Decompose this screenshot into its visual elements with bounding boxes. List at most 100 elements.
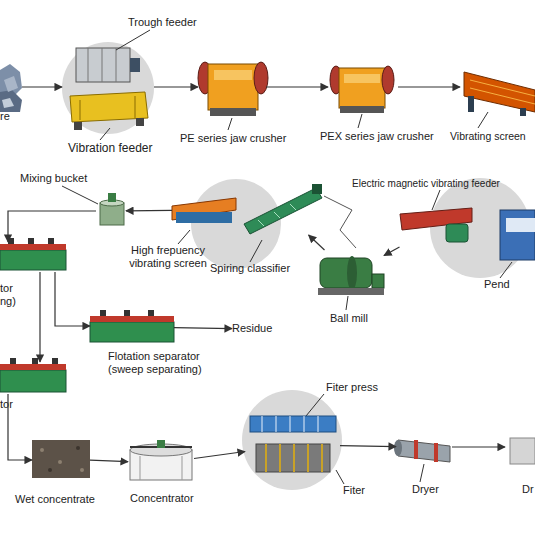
equipment-label: Mixing bucket — [20, 172, 87, 185]
trough-rib — [102, 48, 103, 82]
filter-disc — [265, 444, 267, 472]
cell-motor — [28, 238, 34, 244]
flow-arrow — [39, 272, 40, 362]
feeder-rib — [135, 96, 136, 118]
flow-arrow — [340, 445, 396, 447]
crusher-base — [340, 106, 384, 113]
ceramic-filter — [256, 444, 330, 472]
trough-rib — [116, 48, 117, 82]
ore-rock — [0, 90, 22, 112]
highlight-circle — [242, 390, 342, 490]
filter-press — [250, 416, 336, 432]
leader-line — [62, 186, 98, 204]
equipment-label: Pend — [484, 278, 510, 291]
ball-mill — [320, 258, 372, 288]
equipment-node: Electric magnetic vibrating feeder — [398, 205, 478, 247]
equipment-node: re — [0, 62, 22, 112]
flow-arrow — [174, 327, 232, 329]
equipment-node: Pend — [498, 200, 535, 265]
jaw-crusher-body — [339, 68, 385, 108]
leader-line — [250, 240, 262, 262]
equipment-label: PEX series jaw crusher — [320, 130, 434, 143]
leader-line — [116, 30, 150, 50]
tank-drive — [157, 440, 165, 448]
dryer-end — [394, 440, 402, 456]
crusher-base — [210, 108, 256, 116]
flotation-cell — [0, 250, 66, 270]
cell-motor — [8, 238, 14, 244]
leader-line — [306, 394, 324, 416]
filter-plate — [276, 416, 277, 432]
vibrating-screen — [464, 72, 535, 112]
equipment-node: Mixing bucket — [96, 195, 126, 227]
concentrate-speck — [48, 468, 52, 472]
cell-motor — [10, 358, 16, 364]
flow-arrow — [8, 394, 32, 460]
cell-motor — [100, 310, 106, 316]
leader-line — [336, 470, 344, 484]
equipment-label: re — [0, 110, 10, 123]
callout-label: Fiter press — [326, 381, 378, 394]
equipment-node: Dr — [505, 430, 535, 464]
crusher-plate — [214, 70, 252, 80]
cropped-machine — [510, 438, 535, 464]
equipment-label: Dr — [522, 483, 534, 496]
equipment-node: Residue — [232, 321, 288, 337]
ore-rock — [4, 76, 18, 92]
filter-disc — [307, 444, 309, 472]
equipment-label: Concentrator — [130, 492, 194, 505]
flotation-cell — [0, 370, 66, 392]
classifier-motor — [312, 184, 322, 194]
feeder-motor — [130, 58, 140, 72]
equipment-label: Vibration feeder — [68, 142, 153, 156]
leader-line — [178, 230, 190, 244]
jaw-crusher-body — [208, 64, 258, 110]
cell-rim — [0, 364, 66, 370]
flow-arrow — [154, 86, 198, 87]
equipment-label: Electric magnetic vibrating feeder — [352, 178, 500, 190]
dryer-ring — [434, 443, 438, 462]
spiral-line — [258, 220, 264, 226]
flow-arrow — [384, 247, 400, 256]
equipment-label: High frepuency vibrating screen — [110, 244, 226, 269]
equipment-node: PE series jaw crusher — [198, 57, 266, 117]
flow-arrow — [55, 272, 90, 326]
cell-motor — [32, 358, 38, 364]
equipment-node: PEX series jaw crusher — [328, 62, 398, 112]
leader-line — [100, 128, 110, 140]
screen-deck — [470, 80, 535, 96]
mill-base — [318, 288, 384, 295]
screen-deck — [470, 88, 535, 104]
return-line — [324, 196, 356, 248]
flotation-cell — [90, 322, 174, 342]
mill-motor — [372, 274, 384, 288]
mill-gear — [347, 256, 357, 290]
leader-line — [420, 464, 424, 482]
flow-arrow — [90, 460, 128, 462]
flywheel — [382, 66, 394, 94]
equipment-node: Concentrator — [128, 442, 194, 484]
concentrate-speck — [40, 448, 44, 452]
feeder-support — [74, 122, 82, 130]
equipment-node: Ball mill — [316, 250, 384, 298]
leader-line — [346, 296, 348, 310]
cell-motor — [148, 310, 154, 316]
flow-arrow — [309, 235, 325, 250]
equipment-node: tor ng) — [0, 242, 66, 272]
equipment-node: Wet concentrate — [32, 440, 90, 478]
tank-rib — [182, 456, 183, 480]
leader-line — [500, 262, 512, 278]
vibration-feeder — [70, 92, 148, 122]
filter-plate — [304, 416, 305, 432]
equipment-label: Dryer — [412, 483, 439, 496]
equipment-label: tor ng) — [0, 282, 22, 307]
equipment-label: Spiring classifier — [210, 262, 290, 275]
flow-arrow — [8, 211, 96, 242]
concentrate-pile — [32, 440, 90, 478]
feeder-rib — [80, 100, 81, 120]
cell-motor — [52, 358, 58, 364]
spiral-line — [274, 212, 280, 218]
spiral-classifier — [244, 188, 322, 234]
spiral-line — [290, 204, 296, 210]
